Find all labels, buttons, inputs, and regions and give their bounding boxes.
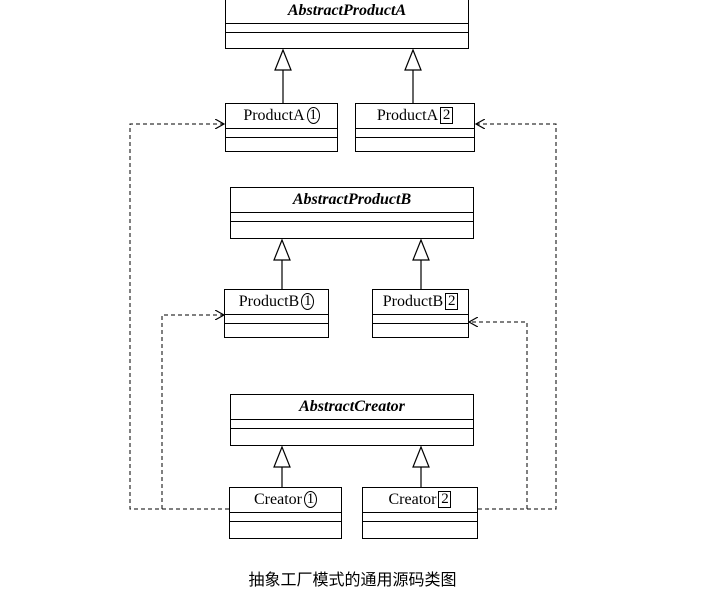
number-mark: 1 [303, 491, 317, 508]
dependency-creator2-productb2 [469, 322, 528, 509]
class-abstract-product-a: AbstractProductA [225, 0, 469, 49]
class-abstract-product-b: AbstractProductB [230, 187, 474, 239]
number-mark: 2 [445, 293, 459, 310]
methods-compartment [356, 137, 474, 146]
methods-compartment [373, 323, 468, 332]
methods-compartment [230, 521, 341, 530]
methods-compartment [231, 428, 473, 437]
attributes-compartment [230, 512, 341, 521]
inheritance-c1 [273, 445, 291, 487]
methods-compartment [231, 221, 473, 230]
figure-caption: 抽象工厂模式的通用源码类图 [248, 570, 457, 589]
attributes-compartment [231, 419, 473, 428]
dependency-creator1-productb1 [161, 315, 224, 509]
number-mark: 1 [301, 293, 315, 310]
inheritance-a2 [404, 48, 422, 103]
number-mark: 2 [438, 491, 452, 508]
number-mark: 2 [440, 107, 454, 124]
class-name: AbstractCreator [299, 398, 405, 415]
methods-compartment [225, 323, 328, 332]
attributes-compartment [226, 23, 468, 32]
class-abstract-creator: AbstractCreator [230, 394, 474, 446]
methods-compartment [226, 137, 337, 146]
attributes-compartment [225, 314, 328, 323]
attributes-compartment [356, 128, 474, 137]
attributes-compartment [373, 314, 468, 323]
attributes-compartment [226, 128, 337, 137]
class-name: AbstractProductA [287, 2, 407, 19]
methods-compartment [363, 521, 477, 530]
attributes-compartment [363, 512, 477, 521]
methods-compartment [226, 32, 468, 41]
inheritance-c2 [412, 445, 430, 487]
attributes-compartment [231, 212, 473, 221]
inheritance-b2 [412, 238, 430, 289]
class-name: AbstractProductB [292, 191, 412, 208]
number-mark: 1 [306, 107, 320, 124]
dependency-creator1-producta1 [129, 124, 229, 510]
inheritance-b1 [273, 238, 291, 289]
inheritance-a1 [274, 48, 292, 103]
dependency-creator2-producta2 [476, 124, 557, 510]
